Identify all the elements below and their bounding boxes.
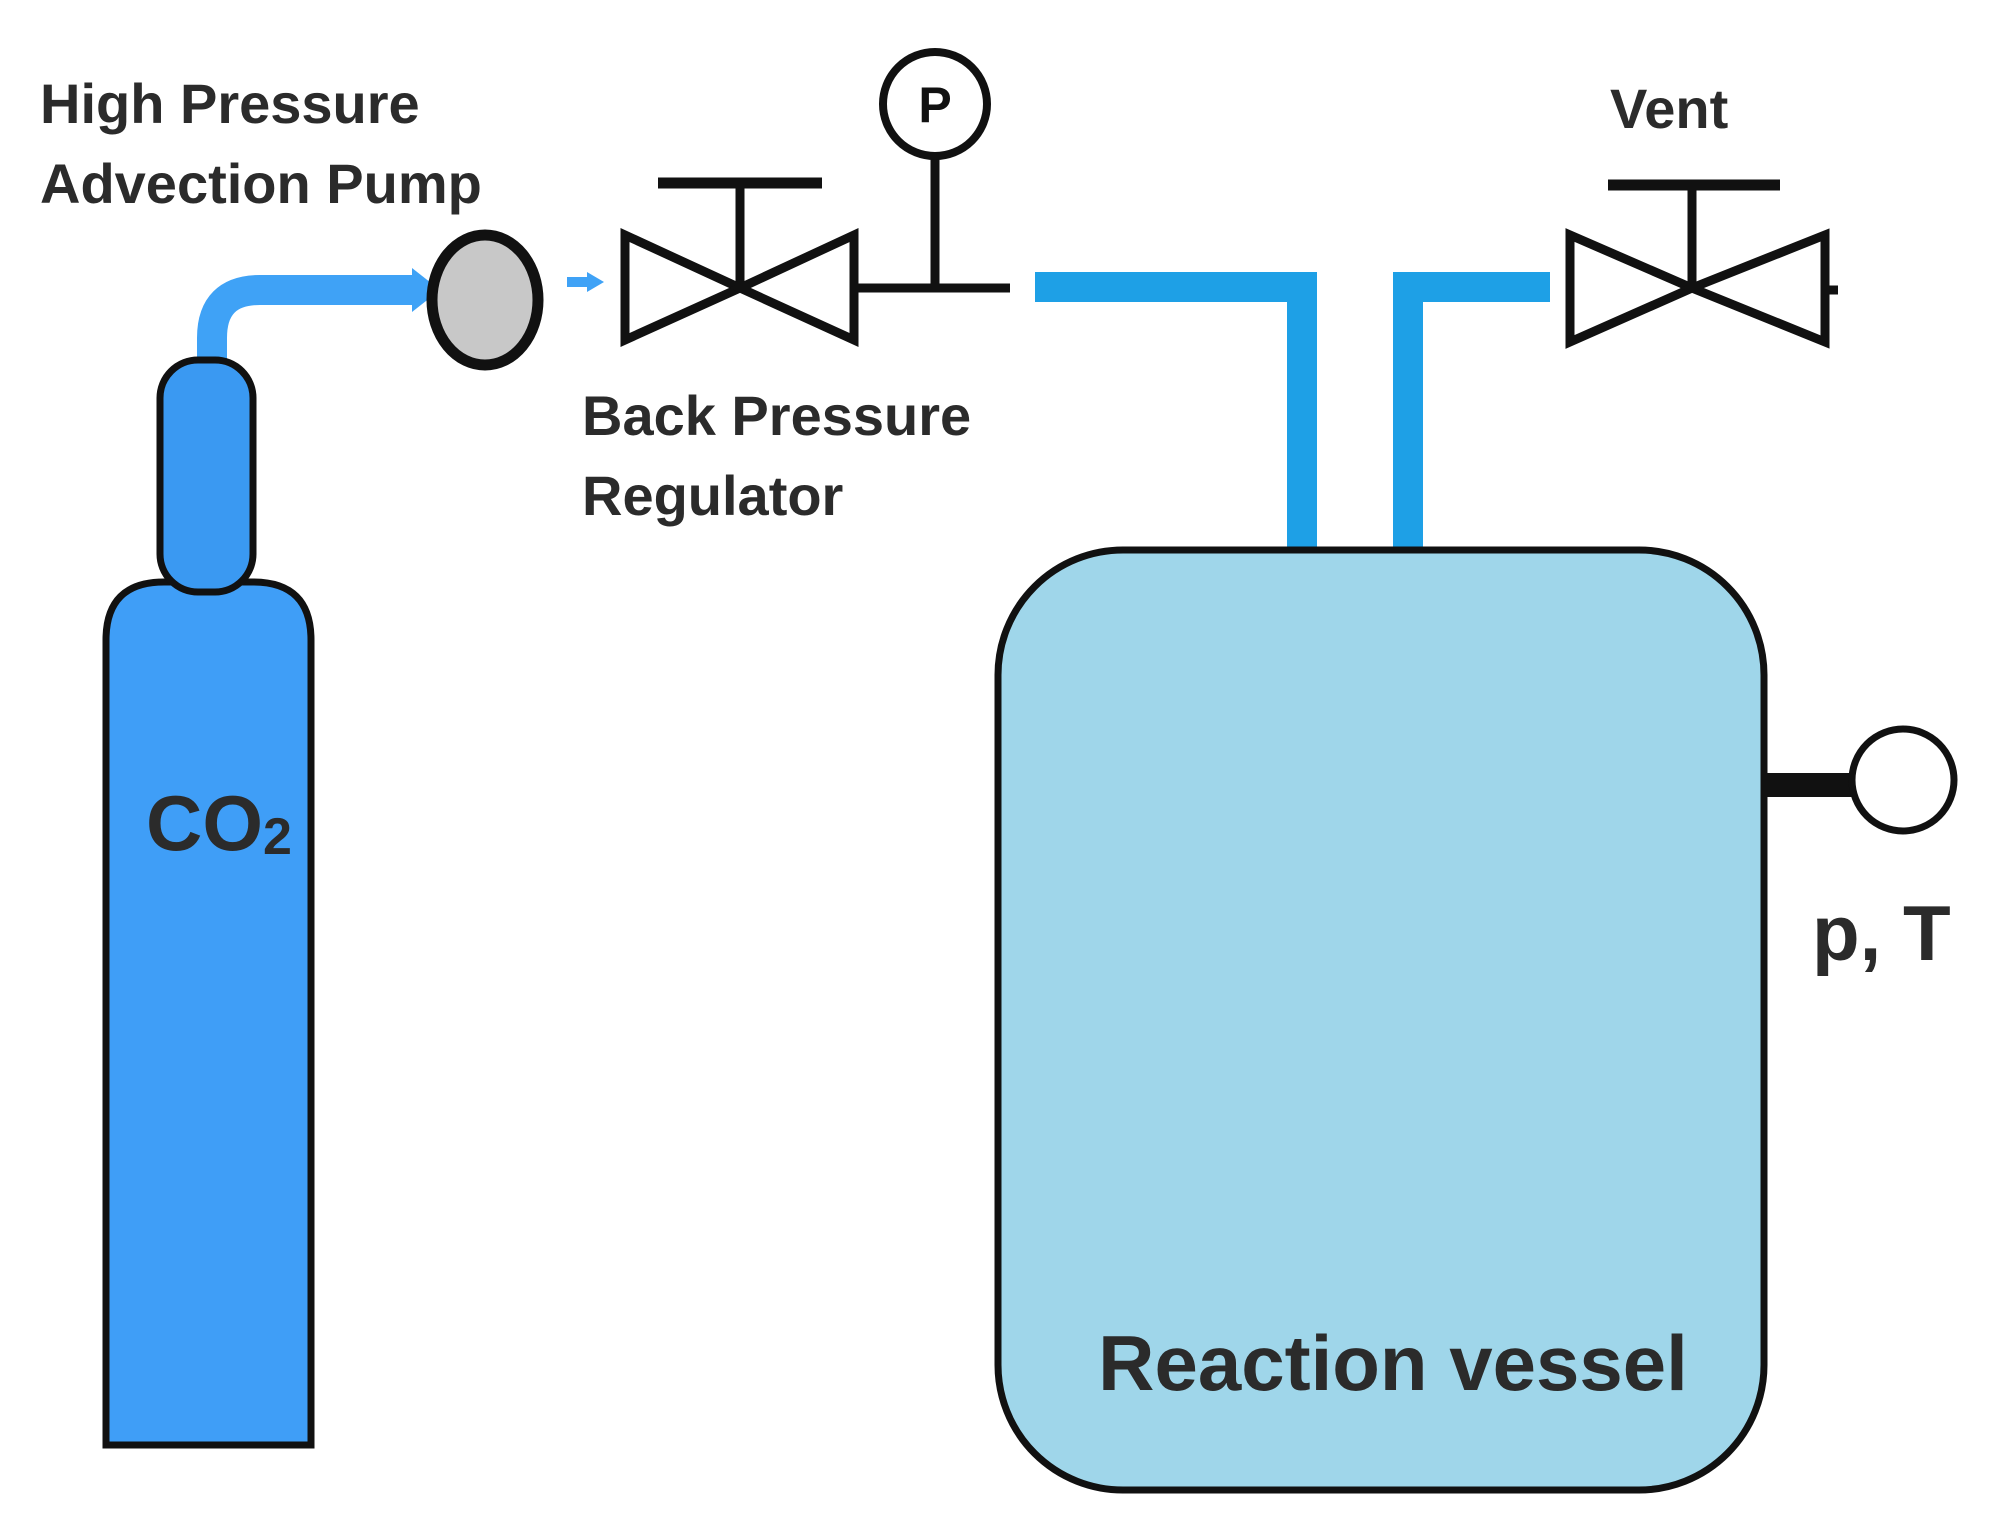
pump-label-line1: High Pressure	[40, 72, 420, 135]
vent-pipe	[1393, 272, 1550, 565]
co2-label: CO2	[146, 779, 292, 867]
vent-label: Vent	[1610, 77, 1728, 140]
pressure-gauge: P	[854, 48, 1010, 293]
gauge-letter: P	[918, 77, 951, 133]
gauge-icon	[879, 48, 991, 160]
regulator-valve-left-triangle	[620, 227, 751, 347]
vessel-body	[994, 546, 1768, 1494]
vessel-label: Reaction vessel	[1098, 1319, 1688, 1407]
cylinder-feed-tube	[197, 275, 415, 362]
cylinder-neck	[156, 356, 257, 596]
vent-valve-left-triangle	[1565, 228, 1704, 349]
back-pressure-regulator-valve: Back Pressure Regulator	[582, 177, 971, 527]
regulator-valve-right-triangle	[729, 227, 859, 347]
regulator-label-line1: Back Pressure	[582, 384, 971, 447]
high-pressure-pump: High Pressure Advection Pump	[40, 72, 544, 371]
cylinder-body	[102, 578, 315, 1449]
inlet-pipe	[1035, 272, 1317, 565]
sensor-label: p, T	[1812, 889, 1951, 977]
sensor-icon	[1848, 725, 1958, 835]
flow-arrow	[567, 272, 604, 292]
co2-cylinder: CO2	[102, 268, 440, 1449]
pump-icon	[426, 229, 544, 371]
reaction-vessel: Reaction vessel	[994, 546, 1768, 1494]
vent-valve-right-triangle	[1679, 228, 1830, 349]
feed-arrowhead	[412, 268, 440, 312]
vent-valve: Vent	[1565, 77, 1838, 349]
pt-sensor: p, T	[1764, 725, 1958, 977]
regulator-label-line2: Regulator	[582, 464, 843, 527]
pump-label-line2: Advection Pump	[40, 152, 482, 215]
